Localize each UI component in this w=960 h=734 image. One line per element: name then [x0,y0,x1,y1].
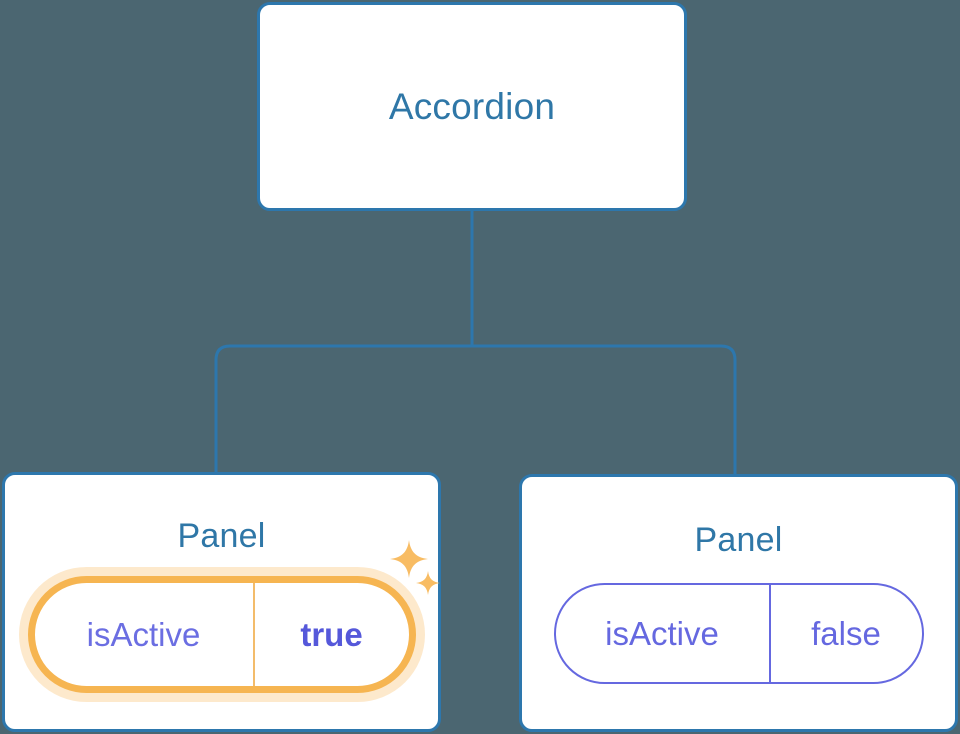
prop-pill-inactive-wrapper: isActive false [553,583,924,684]
prop-key-isactive: isActive [86,616,201,653]
node-panel-inactive[interactable]: Panel isActive false [519,474,958,732]
prop-pill-isactive-false[interactable]: isActive false [553,583,924,684]
prop-pill-active-wrapper: isActive true [27,540,440,693]
prop-value-true: true [252,583,409,686]
node-panel-inactive-title: Panel [694,521,783,559]
node-panel-active[interactable]: Panel isActive true [2,472,441,732]
sparkle-large-icon [389,540,428,578]
prop-pill-isactive-true[interactable]: isActive true [27,576,416,693]
sparkle-small-icon [415,571,440,595]
node-panel-active-title: Panel [177,517,266,555]
prop-key-isactive: isActive [605,615,719,652]
connector-branch-left [214,344,472,474]
node-accordion[interactable]: Accordion [257,2,687,211]
node-accordion-title: Accordion [388,86,556,127]
connector-branch-right [472,344,737,476]
prop-value-false: false [768,585,922,682]
